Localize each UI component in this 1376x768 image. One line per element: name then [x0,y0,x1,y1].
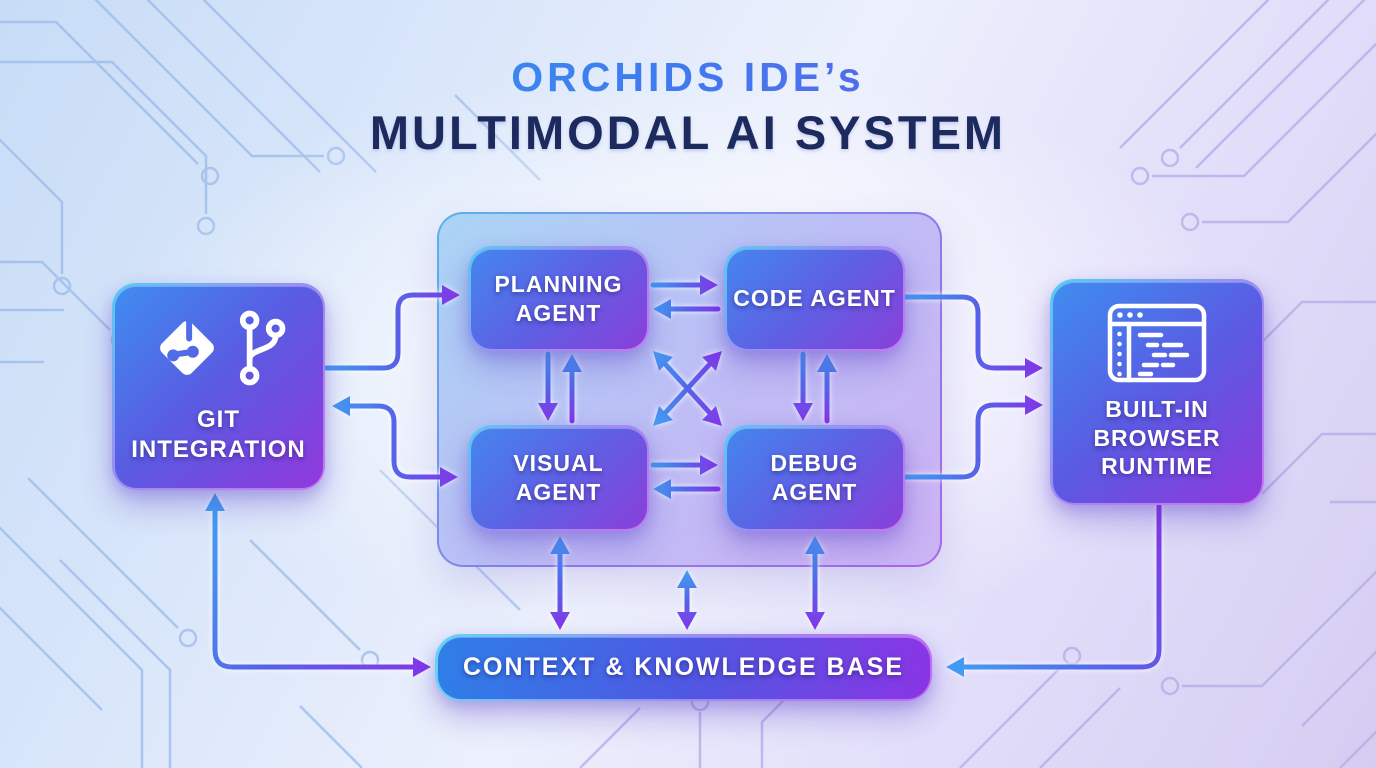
node-context-knowledge-base: CONTEXT & KNOWLEDGE BASE [435,634,932,701]
node-git-integration: GIT INTEGRATION [112,283,325,490]
page-title: MULTIMODAL AI SYSTEM [369,106,1007,159]
node-visual-agent: VISUAL AGENT [468,425,649,531]
node-label: VISUAL AGENT [513,450,604,505]
node-label: CODE AGENT [733,285,896,312]
git-icons-row [151,309,287,387]
title-block: ORCHIDS IDE’s MULTIMODAL AI SYSTEM [0,54,1376,160]
git-logo-icon [159,320,214,375]
node-code-agent: CODE AGENT [724,246,905,351]
node-label: DEBUG AGENT [770,450,859,505]
node-debug-agent: DEBUG AGENT [724,425,905,531]
node-label: PLANNING AGENT [494,270,623,326]
node-browser-runtime: BUILT-IN BROWSER RUNTIME [1050,279,1264,505]
node-label: GIT INTEGRATION [131,405,306,463]
node-label: BUILT-IN BROWSER RUNTIME [1093,396,1221,480]
title-brand: ORCHIDS IDE’s [0,54,1376,101]
node-planning-agent: PLANNING AGENT [468,246,649,351]
git-branch-icon [239,310,285,386]
browser-code-window-icon [1107,303,1207,383]
node-label: CONTEXT & KNOWLEDGE BASE [462,653,905,681]
